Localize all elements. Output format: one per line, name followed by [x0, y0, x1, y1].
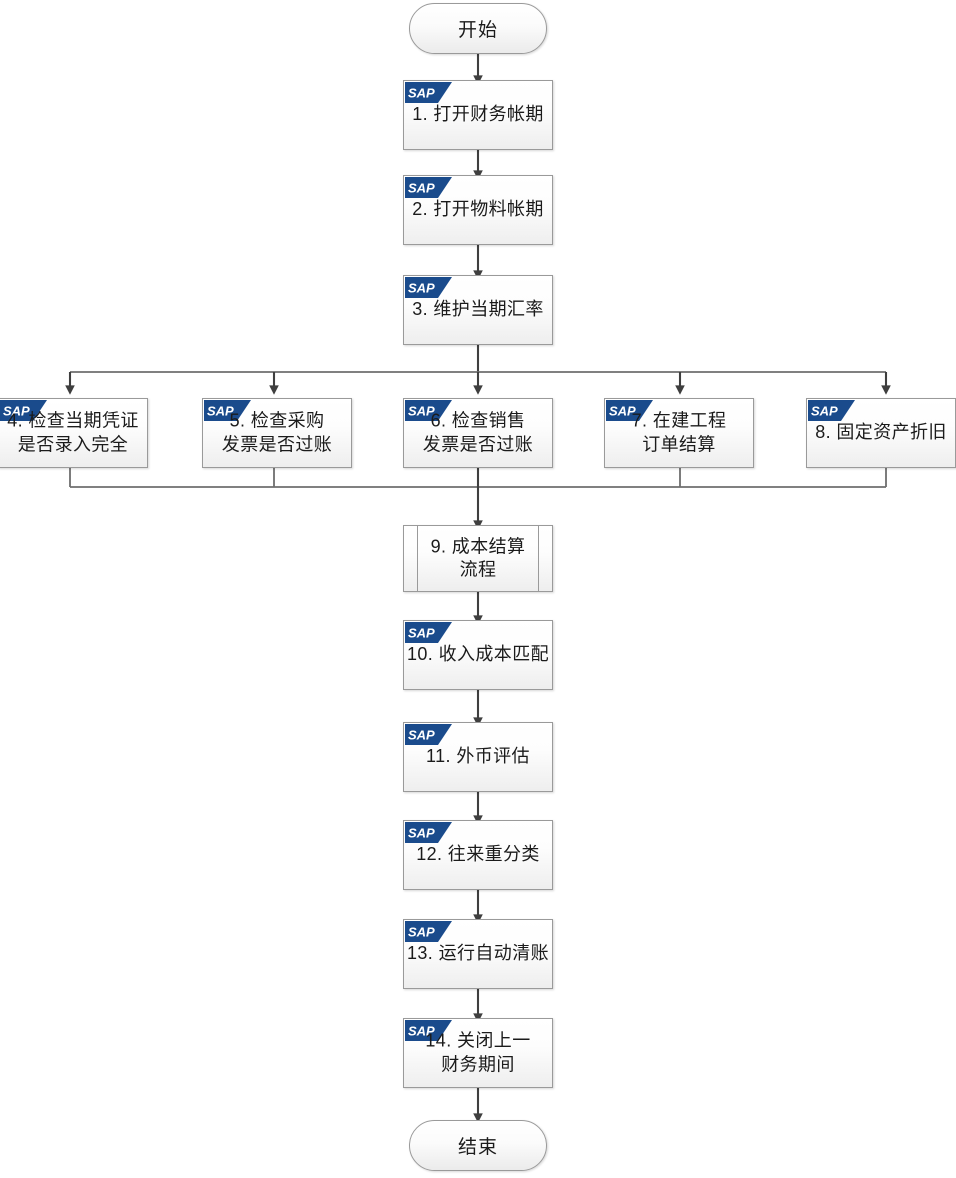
sap-logo-icon: SAP [405, 822, 452, 843]
sap-logo-icon: SAP [405, 724, 452, 745]
node-label: 3. 维护当期汇率 [412, 299, 544, 320]
node-label: 10. 收入成本匹配 [406, 644, 550, 665]
start-terminator[interactable]: 开始 [409, 3, 547, 54]
node-label: 2. 打开物料帐期 [412, 199, 544, 220]
node-label: 7. 在建工程 订单结算 [631, 410, 727, 454]
node-12-ap-ar-reclassification[interactable]: SAP 12. 往来重分类 [403, 820, 553, 890]
node-label: 13. 运行自动清账 [406, 943, 550, 964]
svg-text:SAP: SAP [408, 626, 435, 641]
predefined-rail-right [537, 526, 539, 591]
svg-text:SAP: SAP [811, 404, 838, 419]
node-14-close-previous-financial-period[interactable]: SAP 14. 关闭上一 财务期间 [403, 1018, 553, 1088]
sap-logo-icon: SAP [405, 622, 452, 643]
node-9-cost-settlement-process[interactable]: 9. 成本结算 流程 [403, 525, 553, 592]
start-label: 开始 [457, 20, 498, 41]
node-label: 11. 外币评估 [426, 746, 530, 767]
node-1-open-financial-period[interactable]: SAP 1. 打开财务帐期 [403, 80, 553, 150]
sap-logo-icon: SAP [405, 82, 452, 103]
node-label: 1. 打开财务帐期 [412, 104, 544, 125]
node-3-maintain-exchange-rate[interactable]: SAP 3. 维护当期汇率 [403, 275, 553, 345]
node-5-check-purchase-invoices-posted[interactable]: SAP 5. 检查采购 发票是否过账 [202, 398, 352, 468]
node-8-fixed-asset-depreciation[interactable]: SAP 8. 固定资产折旧 [806, 398, 956, 468]
sap-logo-icon: SAP [405, 921, 452, 942]
sap-logo-icon: SAP [808, 400, 855, 421]
node-10-revenue-cost-matching[interactable]: SAP 10. 收入成本匹配 [403, 620, 553, 690]
end-label: 结束 [457, 1137, 498, 1158]
svg-text:SAP: SAP [408, 728, 435, 743]
sap-logo-icon: SAP [405, 277, 452, 298]
svg-text:SAP: SAP [408, 86, 435, 101]
node-7-cip-order-settlement[interactable]: SAP 7. 在建工程 订单结算 [604, 398, 754, 468]
node-label: 9. 成本结算 流程 [430, 535, 526, 580]
predefined-rail-left [417, 526, 419, 591]
node-label: 5. 检查采购 发票是否过账 [221, 410, 333, 454]
svg-text:SAP: SAP [408, 181, 435, 196]
node-6-check-sales-invoices-posted[interactable]: SAP 6. 检查销售 发票是否过账 [403, 398, 553, 468]
node-label: 8. 固定资产折旧 [815, 422, 947, 443]
svg-text:SAP: SAP [408, 826, 435, 841]
svg-text:SAP: SAP [408, 925, 435, 940]
sap-logo-icon: SAP [405, 177, 452, 198]
node-label: 6. 检查销售 发票是否过账 [422, 410, 534, 454]
node-label: 12. 往来重分类 [416, 844, 540, 865]
svg-text:SAP: SAP [408, 281, 435, 296]
node-2-open-material-period[interactable]: SAP 2. 打开物料帐期 [403, 175, 553, 245]
node-13-run-automatic-clearing[interactable]: SAP 13. 运行自动清账 [403, 919, 553, 989]
node-label: 14. 关闭上一 财务期间 [425, 1030, 531, 1074]
node-4-check-documents-entered[interactable]: SAP 4. 检查当期凭证 是否录入完全 [0, 398, 148, 468]
node-label: 4. 检查当期凭证 是否录入完全 [7, 410, 139, 454]
node-11-foreign-currency-valuation[interactable]: SAP 11. 外币评估 [403, 722, 553, 792]
end-terminator[interactable]: 结束 [409, 1120, 547, 1171]
